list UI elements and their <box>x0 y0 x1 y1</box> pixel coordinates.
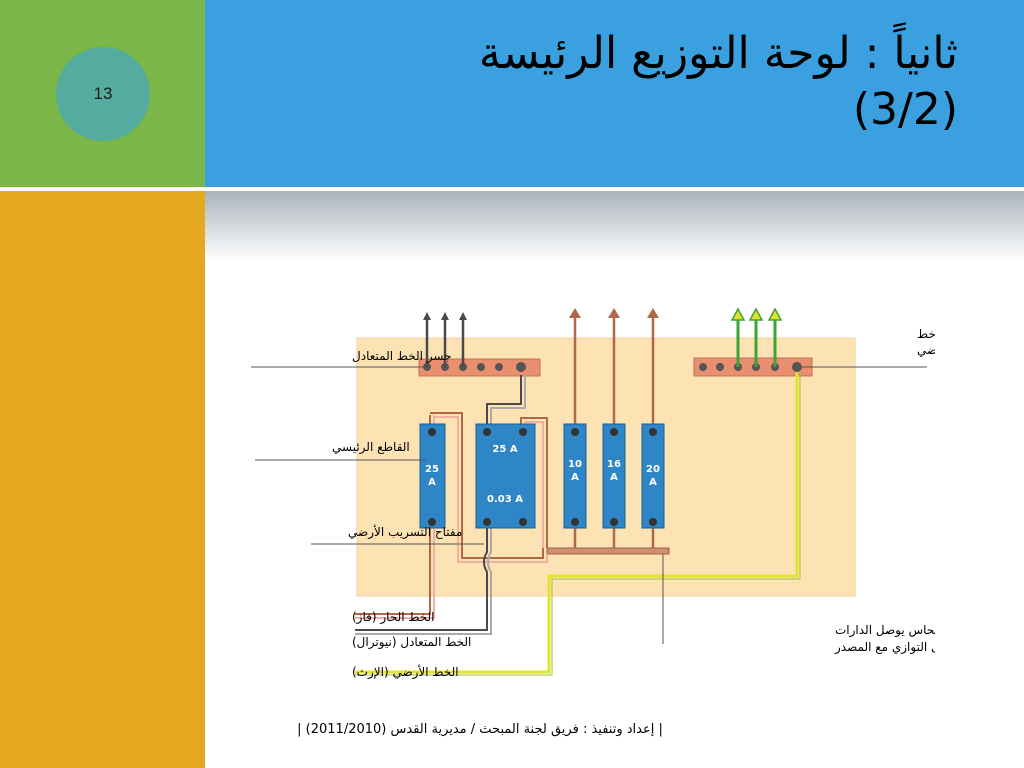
title-header <box>205 0 1024 187</box>
label-earth-bar-line1: جسر خط <box>917 327 935 342</box>
circuit-breaker-20a: 20 A <box>641 423 665 529</box>
label-live-line: الخط الحار (فاز) <box>352 610 435 625</box>
rcd-sensitivity: 0.03 A <box>487 494 523 505</box>
label-earth-bar-line2: الأرضي <box>917 342 935 358</box>
earth-wire <box>355 372 801 676</box>
slide-title: ثانياً : لوحة التوزيع الرئيسة (3/2) <box>258 26 958 138</box>
distribution-board-diagram: 25 A 25 A 0.03 A 10 A 16 A 20 A <box>251 307 935 680</box>
label-neutral-bar: جسر الخط المتعادل <box>352 349 452 364</box>
slide-number: 13 <box>56 47 150 141</box>
footer: | إعداد وتنفيذ : فريق لجنة المبحث / مدير… <box>270 722 690 737</box>
main-breaker: 25 A <box>419 423 446 529</box>
diagram-labels: جسر الخط المتعادل جسر خط الأرضي القاطع ا… <box>332 327 935 680</box>
gradient-band <box>205 191 1024 261</box>
main-breaker-unit: A <box>428 477 436 488</box>
breaker-16a-unit: A <box>610 472 618 483</box>
breaker-16a-amp: 16 <box>607 459 621 470</box>
main-breaker-amp: 25 <box>425 464 439 475</box>
label-earth-line: الخط الأرضي (الإرث) <box>352 664 459 680</box>
live-outgoing-wires <box>569 308 659 424</box>
slide-number-text: 13 <box>93 84 113 103</box>
neutral-wire <box>355 375 526 635</box>
slide-title-line2: (3/2) <box>852 84 958 135</box>
label-copper-bar-line1: جسر من النحاس يوصل الدارات <box>835 623 935 638</box>
label-copper-bar-line2: الفرعية على التوازي مع المصدر <box>834 640 935 655</box>
breaker-10a-amp: 10 <box>568 459 582 470</box>
neutral-outgoing-wires <box>423 312 467 367</box>
footer-text: | إعداد وتنفيذ : فريق لجنة المبحث / مدير… <box>297 722 663 737</box>
header-divider <box>0 187 1024 191</box>
earth-outgoing-wires <box>730 307 783 367</box>
label-neutral-line: الخط المتعادل (نيوترال) <box>352 635 471 650</box>
circuit-breaker-16a: 16 A <box>602 423 626 529</box>
label-rcd: مفتاح التسريب الأرضي <box>348 524 462 540</box>
rcd-rating: 25 A <box>492 444 517 455</box>
slide-title-line1: ثانياً : لوحة التوزيع الرئيسة <box>478 28 958 79</box>
breaker-10a-unit: A <box>571 472 579 483</box>
breaker-20a-unit: A <box>649 477 657 488</box>
circuit-breaker-10a: 10 A <box>563 423 587 529</box>
breaker-20a-amp: 20 <box>646 464 660 475</box>
label-main-breaker: القاطع الرئيسي <box>332 440 410 455</box>
copper-busbar <box>546 547 670 555</box>
rcd-breaker: 25 A 0.03 A <box>475 423 536 529</box>
earth-bar <box>693 357 813 377</box>
leader-lines <box>251 366 927 644</box>
sidebar-bottom-block <box>0 191 205 768</box>
